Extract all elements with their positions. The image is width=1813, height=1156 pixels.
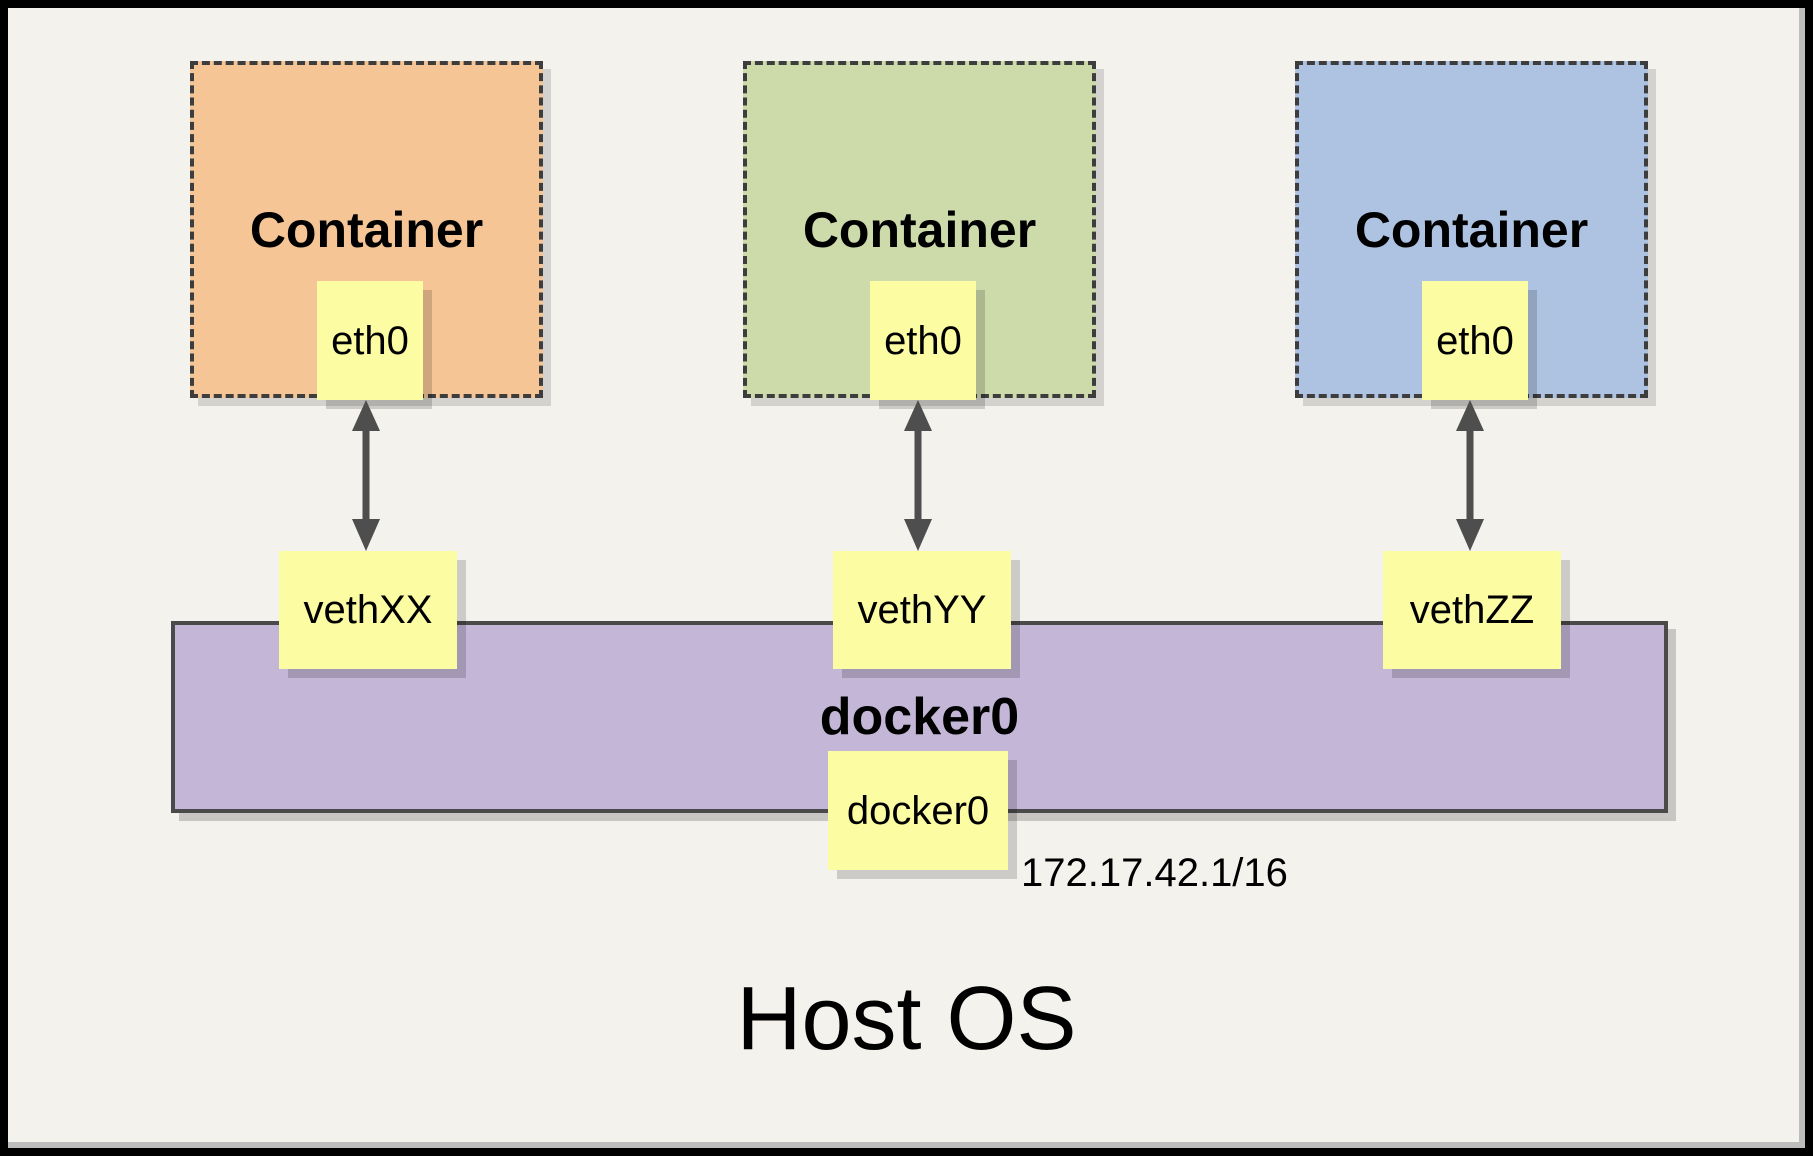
veth-box: vethYY bbox=[833, 551, 1011, 669]
container-box: Container eth0 bbox=[190, 61, 543, 400]
veth-label: vethYY bbox=[857, 588, 987, 632]
eth0-label: eth0 bbox=[1436, 318, 1514, 363]
container-label: Container bbox=[249, 202, 484, 258]
veth-box: vethZZ bbox=[1383, 551, 1561, 669]
veth-connection-arrow-icon bbox=[1456, 400, 1484, 551]
eth0-box: eth0 bbox=[1422, 281, 1528, 400]
veth-label: vethXX bbox=[303, 588, 433, 632]
veth-connection-arrow-icon bbox=[904, 400, 932, 551]
host-os-label: Host OS bbox=[736, 969, 1077, 1069]
eth0-box: eth0 bbox=[317, 281, 423, 400]
eth0-box: eth0 bbox=[870, 281, 976, 400]
docker0-interface-box: docker0 bbox=[828, 751, 1008, 870]
docker0-interface-label: docker0 bbox=[846, 788, 990, 833]
container-box: Container eth0 bbox=[743, 61, 1096, 400]
eth0-label: eth0 bbox=[884, 318, 962, 363]
eth0-label: eth0 bbox=[331, 318, 409, 363]
bridge-ip-label: 172.17.42.1/16 bbox=[1021, 851, 1288, 895]
container-label: Container bbox=[802, 202, 1037, 258]
veth-label: vethZZ bbox=[1409, 588, 1535, 632]
container-label: Container bbox=[1354, 202, 1589, 258]
container-box: Container eth0 bbox=[1295, 61, 1648, 400]
veth-connection-arrow-icon bbox=[352, 400, 380, 551]
docker0-bridge-label: docker0 bbox=[819, 688, 1020, 746]
veth-box: vethXX bbox=[279, 551, 457, 669]
